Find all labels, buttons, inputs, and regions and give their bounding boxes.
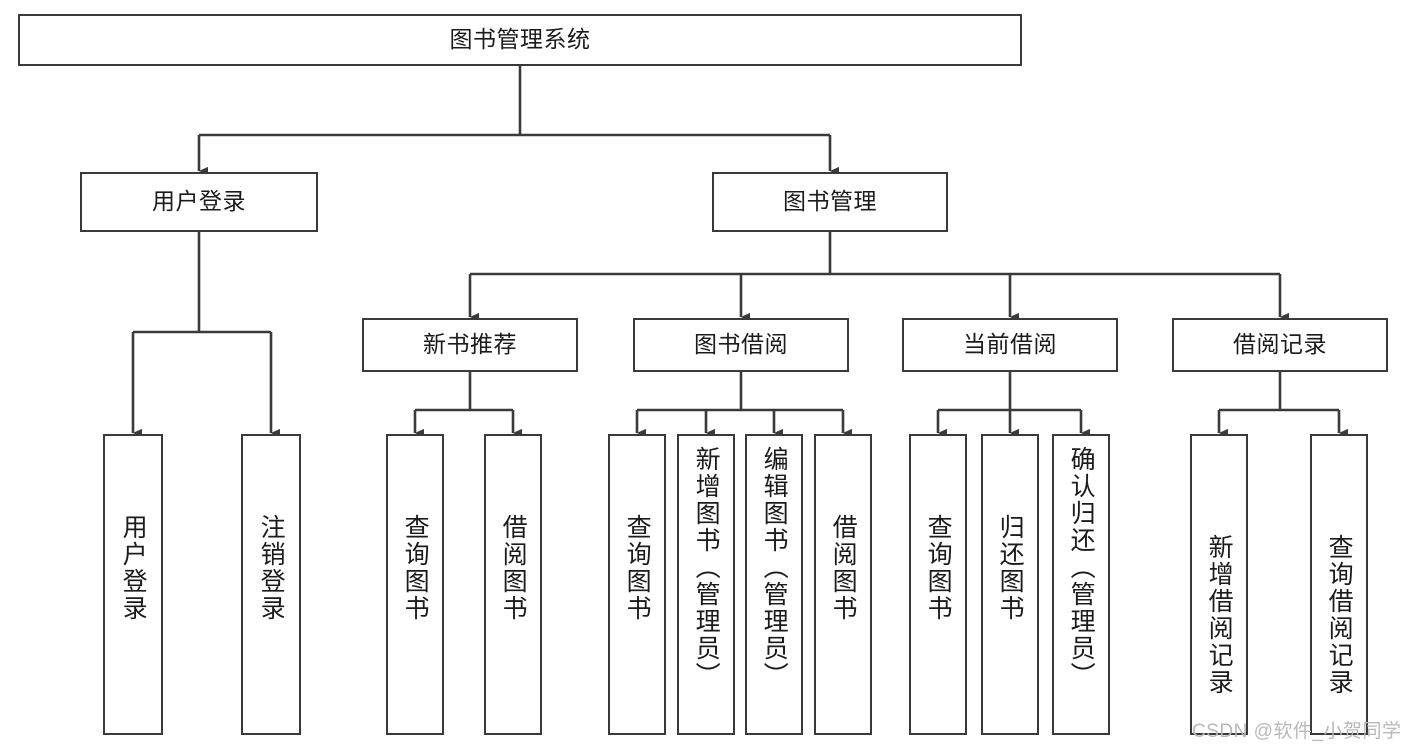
node-label: 归还图书 <box>996 514 1025 622</box>
node-leaf-query-book-cur[interactable]: 查询图书 <box>909 434 967 735</box>
node-label: 确认归还（管理员） <box>1067 446 1096 689</box>
node-current-borrow[interactable]: 当前借阅 <box>902 318 1118 372</box>
node-leaf-return-book[interactable]: 归还图书 <box>981 434 1039 735</box>
node-label: 新书推荐 <box>423 331 517 358</box>
node-label: 借阅记录 <box>1233 331 1327 358</box>
node-book-borrow[interactable]: 图书借阅 <box>633 318 849 372</box>
node-label: 注销登录 <box>257 514 286 622</box>
node-label: 用户登录 <box>152 188 246 215</box>
node-label: 查询图书 <box>623 514 652 622</box>
node-leaf-logout[interactable]: 注销登录 <box>241 434 301 735</box>
node-label: 借阅图书 <box>829 514 858 622</box>
node-leaf-query-record[interactable]: 查询借阅记录 <box>1310 434 1368 735</box>
node-leaf-add-book[interactable]: 新增图书（管理员） <box>677 434 735 735</box>
node-leaf-query-book-borrow[interactable]: 查询图书 <box>608 434 666 735</box>
node-label: 图书管理 <box>783 188 877 215</box>
node-root[interactable]: 图书管理系统 <box>18 14 1022 66</box>
node-label: 图书管理系统 <box>449 26 591 53</box>
node-leaf-add-record[interactable]: 新增借阅记录 <box>1190 434 1248 735</box>
node-label: 新增借阅记录 <box>1205 534 1234 696</box>
node-user-login[interactable]: 用户登录 <box>80 172 318 232</box>
node-leaf-confirm-return[interactable]: 确认归还（管理员） <box>1052 434 1110 735</box>
node-leaf-edit-book[interactable]: 编辑图书（管理员） <box>745 434 803 735</box>
node-borrow-record[interactable]: 借阅记录 <box>1172 318 1388 372</box>
node-label: 查询图书 <box>401 514 430 622</box>
node-leaf-user-login[interactable]: 用户登录 <box>103 434 163 735</box>
node-book-manage[interactable]: 图书管理 <box>712 172 948 232</box>
node-label: 查询图书 <box>924 514 953 622</box>
node-label: 图书借阅 <box>694 331 788 358</box>
node-label: 查询借阅记录 <box>1325 534 1354 696</box>
node-label: 用户登录 <box>119 514 148 622</box>
node-leaf-borrow-book-rec[interactable]: 借阅图书 <box>484 434 542 735</box>
node-leaf-query-book-rec[interactable]: 查询图书 <box>386 434 444 735</box>
node-label: 借阅图书 <box>499 514 528 622</box>
node-label: 编辑图书（管理员） <box>760 446 789 689</box>
node-new-book-recommend[interactable]: 新书推荐 <box>362 318 578 372</box>
node-leaf-borrow-book[interactable]: 借阅图书 <box>814 434 872 735</box>
node-label: 新增图书（管理员） <box>692 446 721 689</box>
node-label: 当前借阅 <box>963 331 1057 358</box>
csdn-watermark: CSDN @软件_小贺同学 <box>1192 721 1402 742</box>
